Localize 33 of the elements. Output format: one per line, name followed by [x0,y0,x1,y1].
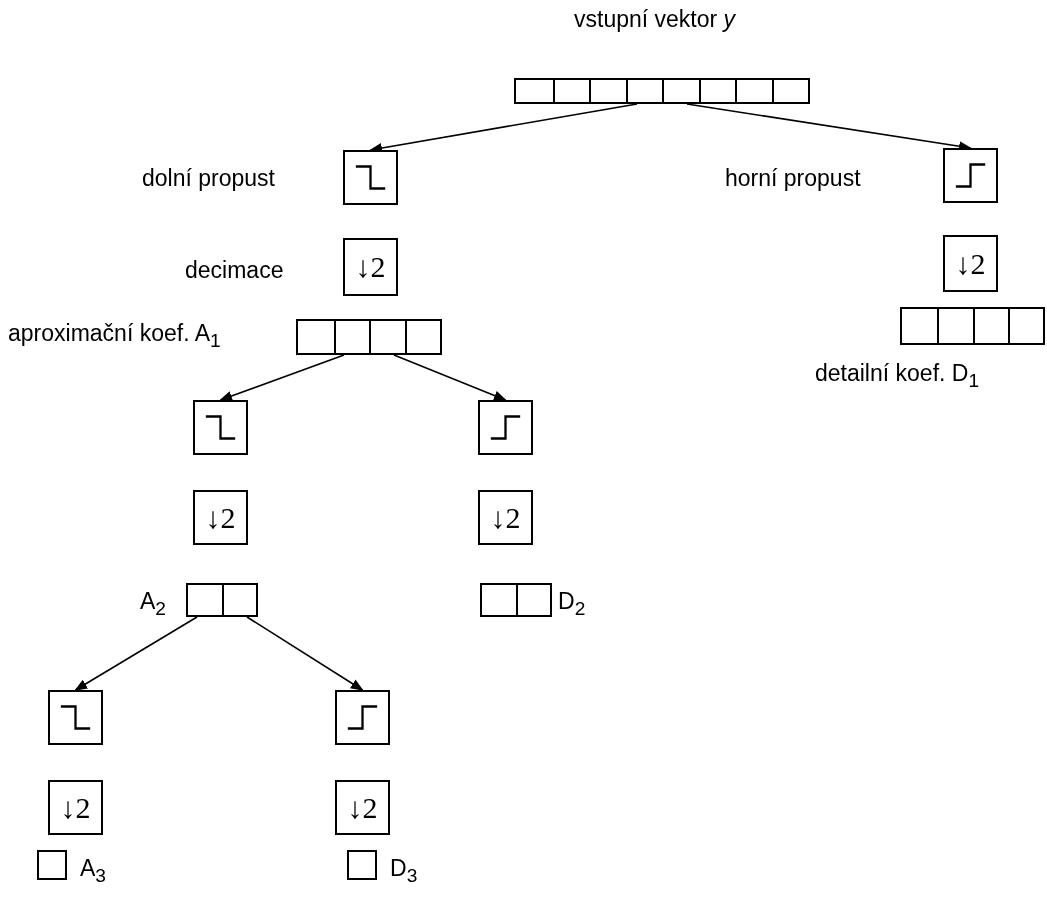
arrow [393,354,507,401]
filter-box [335,690,390,745]
node-caption: A$_{2}$ [140,588,166,620]
node-caption: dolní propust [142,165,275,192]
node-caption: D$_{3}$ [390,855,418,887]
arrow [219,354,345,401]
arrow [246,616,364,691]
node-caption: decimace [185,257,284,284]
coefficient-vector [900,307,1045,345]
filter-box [478,400,533,455]
downsampling-box: ↓2 [335,780,390,835]
downsampling-box: ↓2 [943,235,998,292]
node-caption: detailní koef. D$_{1}$ [815,360,980,392]
downsampling-box: ↓2 [193,490,248,545]
coefficient-vector [296,319,442,355]
arrow [74,616,198,691]
downsampling-box: ↓2 [478,490,533,545]
downsampling-box: ↓2 [343,238,398,296]
node-caption: horní propust [725,165,861,192]
node-caption: A$_{3}$ [80,855,106,887]
node-caption: vstupní vektor y [574,6,736,33]
coefficient-vector [514,78,810,104]
node-caption: aproximační koef. A$_{1}$ [8,320,221,352]
coefficient-vector [480,583,552,617]
filter-box [943,148,998,203]
node-caption: D$_{2}$ [558,588,586,620]
coefficient-vector [186,583,258,617]
filter-box [193,400,248,455]
filter-box [48,690,103,745]
coefficient-vector [347,850,377,880]
downsampling-box: ↓2 [48,780,103,835]
filter-box [343,150,398,205]
coefficient-vector [37,850,67,880]
